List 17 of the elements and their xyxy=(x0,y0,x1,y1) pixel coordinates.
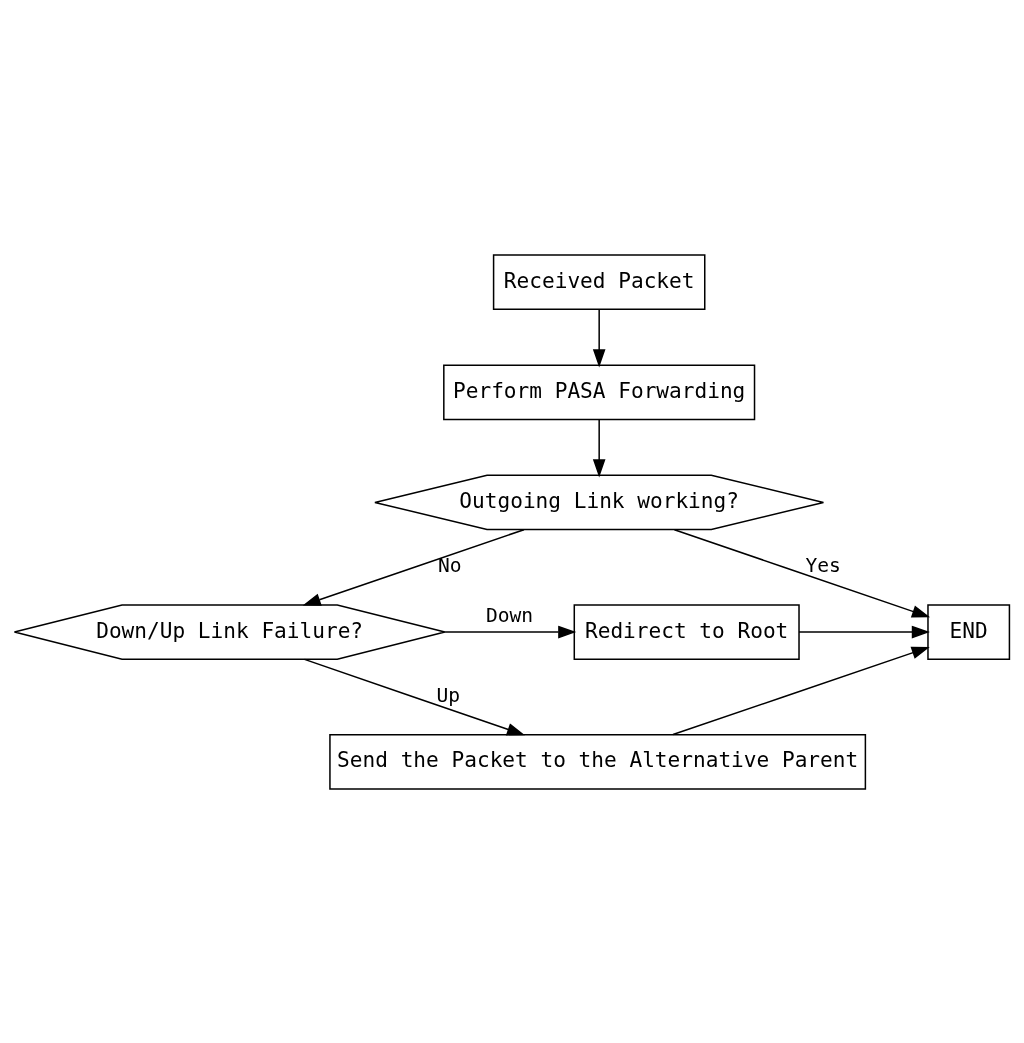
arrow xyxy=(302,528,525,606)
edge-label: Up xyxy=(436,683,461,707)
node-box: Received Packet xyxy=(492,253,706,310)
edge-label: Yes xyxy=(805,553,841,577)
node-box: Redirect to Root xyxy=(573,603,800,660)
edge-label: No xyxy=(438,553,462,577)
arrow xyxy=(673,528,931,617)
node-box: END xyxy=(927,603,1011,660)
arrow xyxy=(798,625,930,638)
arrow xyxy=(592,418,606,477)
node-box: Send the Packet to the Alternative Parent xyxy=(329,733,867,790)
node-box: Perform PASA Forwarding xyxy=(443,363,756,420)
arrow xyxy=(672,646,930,735)
edge-label: Down xyxy=(485,603,534,627)
arrow xyxy=(303,658,525,735)
arrow xyxy=(444,625,577,638)
arrow xyxy=(592,308,606,367)
